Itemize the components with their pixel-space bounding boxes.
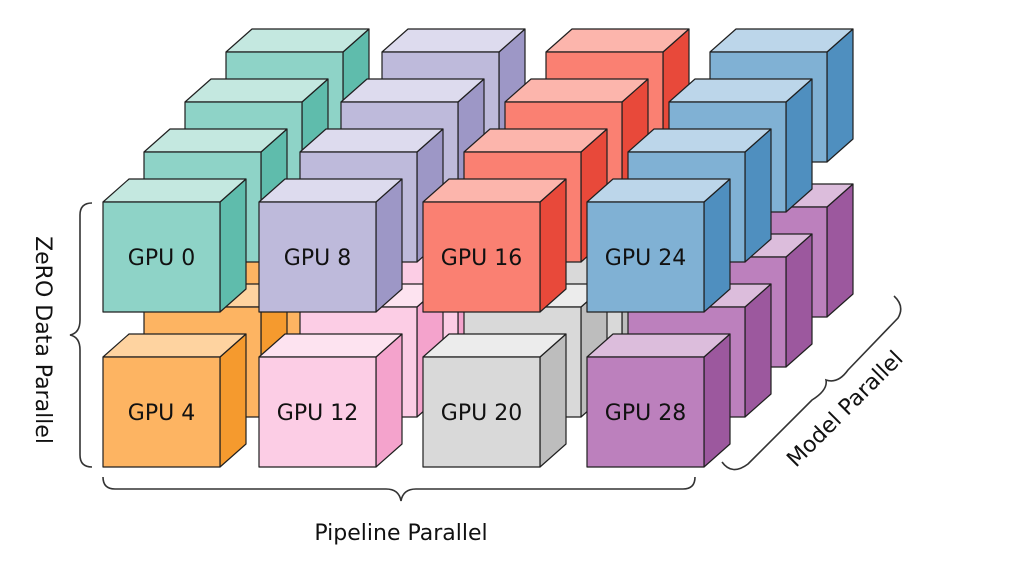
cube-front-face [102,201,221,313]
gpu-cube: GPU 8 [258,178,403,313]
cube-top-face [258,333,403,358]
cube-top-face [381,28,526,53]
gpu-cube: GPU 28 [586,333,731,468]
cube-top-face [102,333,247,358]
cube-top-face [258,178,403,203]
cube-top-face [143,128,288,153]
pipeline-parallel-label: Pipeline Parallel [314,521,487,546]
cube-top-face [225,28,370,53]
gpu-cube: GPU 20 [422,333,567,468]
gpu-label: GPU 8 [284,246,351,271]
cube-front-face [586,356,705,468]
cube-top-face [545,28,690,53]
cube-top-face [340,78,485,103]
gpu-label: GPU 28 [605,401,686,426]
cube-front-face [258,356,377,468]
gpu-cube: GPU 12 [258,333,403,468]
model-parallel-label: Model Parallel [782,346,908,472]
gpu-label: GPU 24 [605,246,686,271]
gpu-cube: GPU 16 [422,178,567,313]
zero-data-parallel-label: ZeRO Data Parallel [30,236,55,444]
pipeline-parallel-brace [102,476,696,502]
cube-top-face [627,128,772,153]
cube-front-face [586,201,705,313]
cube-top-face [184,78,329,103]
gpu-label: GPU 4 [128,401,195,426]
cube-top-face [422,333,567,358]
cube-top-face [709,28,854,53]
gpu-label: GPU 12 [277,401,358,426]
zero-data-parallel-brace [69,202,93,468]
model-parallel-brace [721,295,902,471]
gpu-cube: GPU 4 [102,333,247,468]
cube-front-face [102,356,221,468]
gpu-label: GPU 16 [441,246,522,271]
cube-front-face [422,201,541,313]
cube-top-face [463,128,608,153]
cube-top-face [668,78,813,103]
cube-top-face [299,128,444,153]
cube-front-face [422,356,541,468]
cube-top-face [586,333,731,358]
cube-top-face [102,178,247,203]
gpu-cube: GPU 24 [586,178,731,313]
cube-top-face [422,178,567,203]
gpu-label: GPU 20 [441,401,522,426]
gpu-label: GPU 0 [128,246,195,271]
gpu-cube: GPU 0 [102,178,247,313]
cube-top-face [504,78,649,103]
cube-front-face [258,201,377,313]
cube-top-face [586,178,731,203]
